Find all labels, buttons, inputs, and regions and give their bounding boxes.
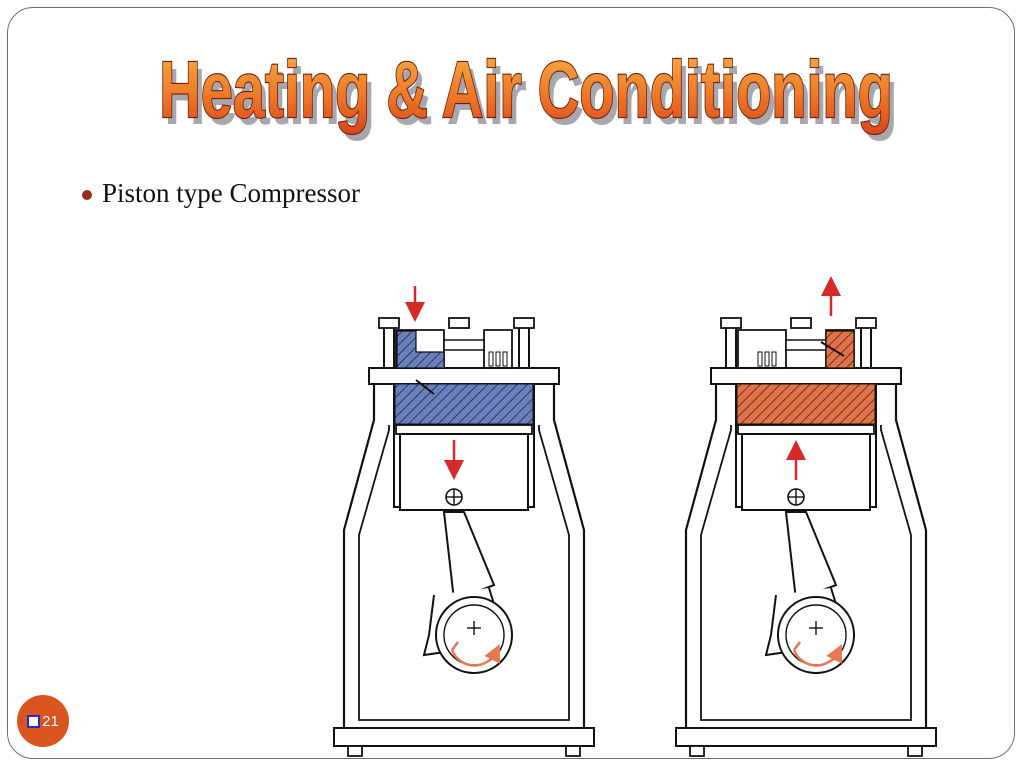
page-number-badge: 21 [17, 695, 69, 747]
compressor-intake [332, 286, 596, 758]
title-shadow: Heating & Air Conditioning [164, 52, 898, 142]
bullet-text: Piston type Compressor [102, 178, 361, 208]
page-title: Heating & Air Conditioning [159, 45, 893, 135]
compressor-discharge [674, 276, 938, 758]
slide-title-graphic: Heating & Air Conditioning Heating & Air… [158, 44, 898, 142]
page-number: 21 [42, 712, 59, 730]
bullet-item: Piston type Compressor [82, 178, 360, 209]
checkbox-square-icon [27, 714, 41, 728]
bullet-dot-icon [82, 189, 92, 200]
